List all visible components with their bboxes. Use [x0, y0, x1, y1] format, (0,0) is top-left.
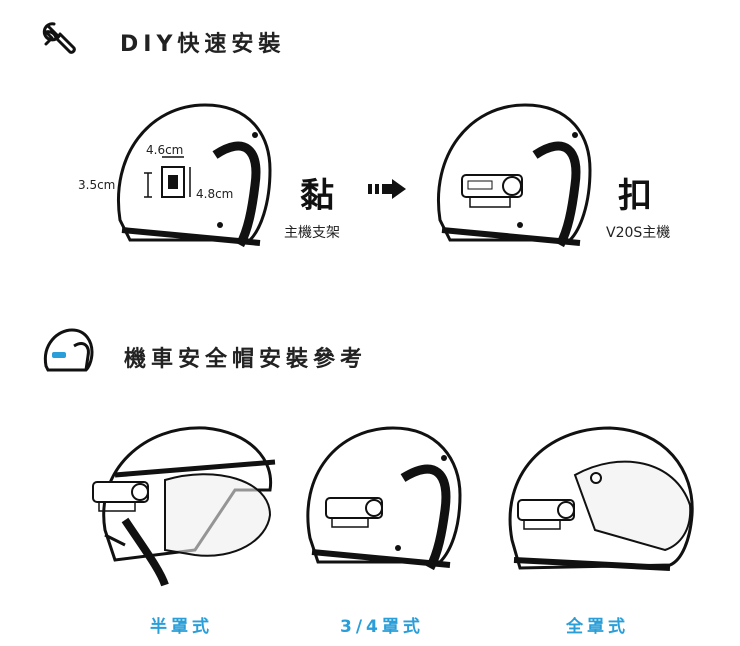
- label-three-quarter: 3/4罩式: [340, 617, 424, 637]
- step1-action: 黏: [300, 176, 334, 216]
- helmet-icon: [43, 328, 94, 372]
- arrow-right-icon: [368, 179, 406, 199]
- dim-left: 3.5cm: [78, 178, 116, 192]
- label-half-face: 半罩式: [150, 617, 213, 637]
- step2-caption: V20S主機: [606, 225, 671, 241]
- helmet-three-quarter: [306, 426, 462, 571]
- label-full-face: 全罩式: [566, 617, 629, 637]
- helmet-full-face: [508, 426, 694, 571]
- helmet-with-bracket: [117, 103, 272, 248]
- dim-right: 4.8cm: [196, 187, 234, 201]
- helmet-with-device: [437, 103, 592, 248]
- wrench-icon: [42, 22, 76, 54]
- step2-action: 扣: [618, 176, 652, 216]
- section-title-helmet-ref: 機車安全帽安裝參考: [124, 347, 368, 372]
- helmet-half-face: [92, 426, 276, 587]
- step1-caption: 主機支架: [284, 225, 340, 241]
- dim-top: 4.6cm: [146, 143, 184, 157]
- section-title-diy: DIY快速安裝: [120, 32, 286, 57]
